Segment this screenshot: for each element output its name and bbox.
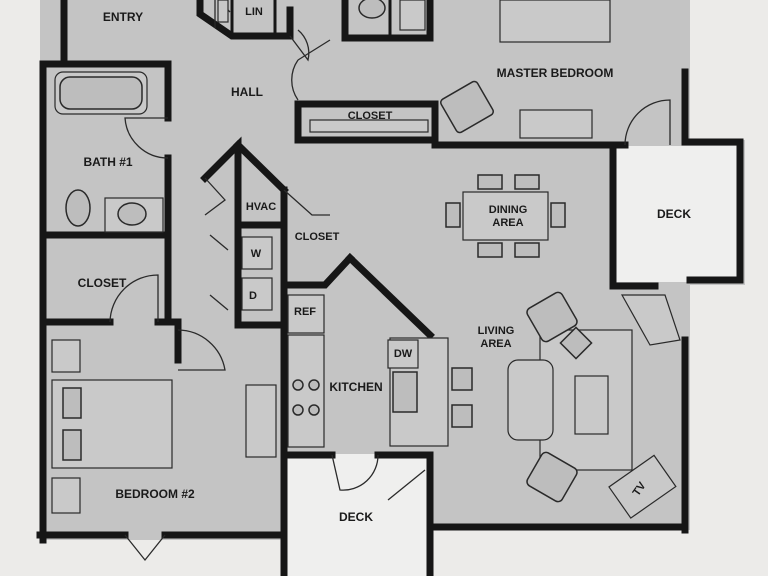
- wall-deck-top: [681, 138, 744, 284]
- label-entry: ENTRY: [103, 10, 143, 24]
- stove-burner-1: [292, 379, 304, 391]
- stove-burner-4: [308, 404, 320, 416]
- toilet-bath1: [65, 189, 91, 227]
- bar-stool-2: [451, 404, 473, 428]
- doors: [109, 0, 671, 562]
- dining-table: [462, 191, 549, 241]
- dining-chair-5: [445, 202, 461, 228]
- bedroom2-dresser: [245, 384, 277, 458]
- bar-stool-1: [451, 367, 473, 391]
- door-master: [291, 39, 331, 101]
- tv-stand: [608, 454, 677, 519]
- door-hall-1: [289, 29, 310, 62]
- bedroom2-pillow-1: [62, 387, 82, 419]
- door-hall-closet: [283, 189, 330, 216]
- sofa: [507, 359, 554, 441]
- label-deck-right: DECK: [657, 207, 691, 221]
- door-deck-right: [387, 469, 426, 501]
- toilet-master: [358, 0, 386, 19]
- label-washer: W: [251, 248, 262, 260]
- kitchen-sink: [392, 371, 418, 413]
- bedroom2-nightstand-2: [51, 477, 81, 514]
- bathtub-inner: [59, 76, 143, 110]
- deck-right-floor: [613, 146, 740, 282]
- dining-chair-6: [550, 202, 566, 228]
- kitchen-counter-left: [287, 334, 325, 448]
- door-master-bath: [624, 99, 671, 146]
- door-laundry: [209, 234, 229, 311]
- label-bedroom-closet: CLOSET: [78, 276, 127, 290]
- wall-master-closet-top: [294, 100, 439, 144]
- door-bath1: [124, 117, 169, 159]
- side-table: [559, 326, 593, 360]
- label-dryer: D: [249, 290, 257, 302]
- dryer: [241, 277, 273, 311]
- door-bedroom-closet: [109, 274, 159, 323]
- door-bedroom2-exit: [124, 534, 166, 562]
- dining-chair-1: [477, 174, 503, 190]
- label-master-closet: CLOSET: [348, 110, 393, 122]
- armchair-bottom: [526, 451, 578, 503]
- bedroom2-pillow-2: [62, 429, 82, 461]
- fixture-master: [399, 0, 426, 31]
- master-armchair: [440, 80, 494, 134]
- bedroom2-nightstand-1: [51, 339, 81, 373]
- wall-closet-bottom: [280, 253, 355, 289]
- washer: [241, 236, 273, 270]
- label-bedroom2: BEDROOM #2: [115, 487, 195, 501]
- wall-kitchen-diag: [345, 253, 435, 340]
- label-kitchen: KITCHEN: [329, 380, 382, 394]
- walls: [36, 0, 744, 576]
- label-hall: HALL: [231, 85, 263, 99]
- label-dining-2: AREA: [492, 217, 523, 229]
- wall-laundry: [234, 221, 288, 329]
- dining-chair-2: [514, 174, 540, 190]
- dishwasher: [387, 339, 419, 369]
- master-closet-shelf: [309, 119, 429, 133]
- stove-burner-3: [292, 404, 304, 416]
- door-hvac: [204, 177, 226, 216]
- label-lin: LIN: [245, 6, 263, 18]
- coffee-table: [574, 375, 609, 435]
- door-deck-left: [331, 454, 379, 491]
- wall-hvac-top: [233, 140, 289, 195]
- stove-burner-2: [308, 379, 320, 391]
- label-hvac: HVAC: [246, 201, 276, 213]
- door-bedroom2: [177, 329, 226, 371]
- label-dining-1: DINING: [489, 204, 528, 216]
- room-labels: ENTRY LIN HALL MASTER BEDROOM CLOSET BAT…: [78, 6, 692, 524]
- label-master-bedroom: MASTER BEDROOM: [497, 66, 614, 80]
- linen-shelf: [217, 0, 229, 23]
- wall-master-bath: [341, 0, 434, 42]
- label-deck-bottom: DECK: [339, 510, 373, 524]
- label-ref: REF: [294, 306, 316, 318]
- kitchen-ref: [287, 294, 325, 334]
- label-living-1: LIVING: [478, 325, 515, 337]
- dining-chair-4: [514, 242, 540, 258]
- label-hall-closet: CLOSET: [295, 231, 340, 243]
- label-dw: DW: [394, 348, 413, 360]
- label-bath1: BATH #1: [83, 155, 132, 169]
- master-bed: [499, 0, 611, 43]
- wall-master-bottom: [294, 100, 434, 144]
- sink-basin-bath1: [117, 202, 147, 226]
- master-dresser: [519, 109, 593, 139]
- armchair-top: [526, 291, 578, 343]
- dining-chair-3: [477, 242, 503, 258]
- fireplace: [620, 294, 681, 346]
- deck-bottom-floor: [287, 454, 427, 576]
- label-living-2: AREA: [480, 338, 511, 350]
